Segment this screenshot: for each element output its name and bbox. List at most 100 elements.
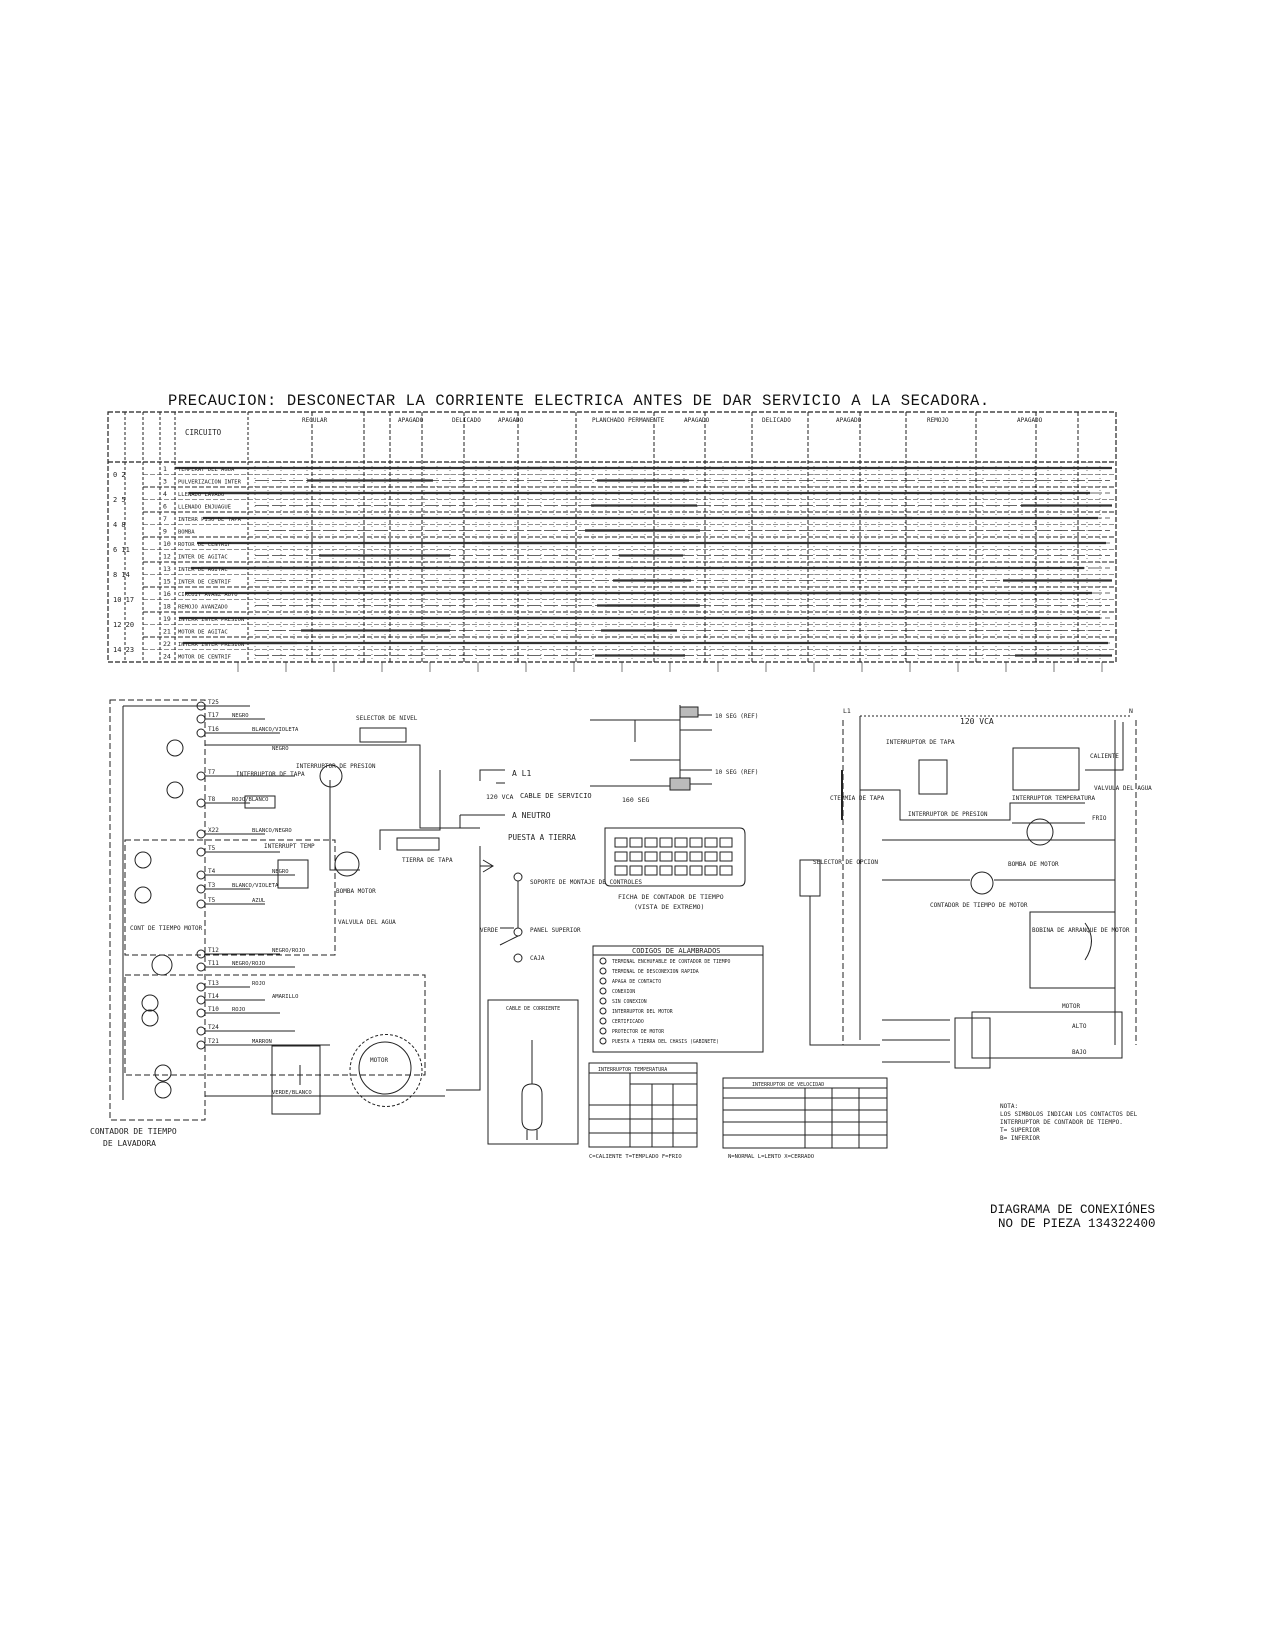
right-option-selector-label: SELECTOR DE OPCION — [813, 859, 878, 866]
control-support-label: SOPORTE DE MONTAJE DE CONTROLES — [530, 879, 642, 886]
wiring-code-icon — [599, 1037, 607, 1045]
wiring-code-label: TERMINAL DE DESCONEXION RAPIDA — [612, 969, 699, 975]
interval-label: 160 SEG — [622, 796, 649, 804]
to-neutral-label: A NEUTRO — [512, 811, 551, 820]
terminal-label: T7 — [208, 769, 216, 776]
wire-color-label: AMARILLO — [272, 994, 299, 1000]
wire-color-label: NEGRO/ROJO — [232, 961, 265, 967]
lid-switch-label: INTERRUPTOR DE TAPA — [236, 771, 305, 778]
timer-terminal-icon — [196, 1040, 206, 1050]
chart-row-label: INTERR PISO DE TAPA — [178, 517, 242, 523]
terminal-label: T12 — [208, 947, 219, 954]
note-line3: INTERRUPTOR DE CONTADOR DE TIEMPO. — [1000, 1119, 1123, 1126]
chart-row-number: 4 — [163, 490, 167, 498]
middle-section — [487, 705, 888, 1149]
timer-terminal-icon — [196, 798, 206, 808]
chart-row-label: INTER DE CENTRIF — [178, 580, 231, 586]
chart-pair-label: 2 5 — [113, 496, 126, 504]
note-line5: B= INFERIOR — [1000, 1135, 1040, 1142]
note-line1: NOTA: — [1000, 1103, 1018, 1110]
wiring-code-icon — [599, 977, 607, 985]
level-selector-label: SELECTOR DE NIVEL — [356, 715, 418, 722]
footer-title: DIAGRAMA DE CONEXIÓNES — [990, 1203, 1156, 1217]
wire-color-label: NEGRO — [272, 746, 289, 752]
terminal-label: T24 — [208, 1024, 219, 1031]
chart-cycle-header: APAGADO — [1017, 417, 1043, 424]
wiring-code-icon — [599, 1007, 607, 1015]
right-cold-label: FRIO — [1092, 815, 1107, 822]
timer-terminal-icon — [196, 829, 206, 839]
chart-row-label: BOMBA — [178, 530, 195, 536]
chart-row-number: 12 — [163, 553, 171, 561]
wire-color-label: NEGRO — [232, 713, 249, 719]
speed-table-footer: N=NORMAL L=LENTO X=CERRADO — [728, 1154, 814, 1160]
chart-row-label: INTER DE AGITAC — [178, 567, 228, 573]
chart-cycle-header: APAGADO — [398, 417, 424, 424]
left-wiring-section — [109, 699, 505, 1121]
wiring-code-icon — [599, 997, 607, 1005]
timer-terminal-icon — [196, 714, 206, 724]
pump-motor-label: BOMBA MOTOR — [336, 888, 376, 895]
chart-pair-label: 14 23 — [113, 646, 134, 654]
timer-terminal-icon — [196, 982, 206, 992]
right-wiring-section — [799, 715, 1137, 1069]
terminal-label: T17 — [208, 712, 219, 719]
top-panel-terminal-icon — [513, 927, 523, 937]
chart-cycle-header: DELICADO — [452, 417, 481, 424]
wiring-code-label: APAGA DE CONTACTO — [612, 979, 661, 985]
timer-terminal-icon — [196, 847, 206, 857]
timer-terminal-icon — [196, 899, 206, 909]
pressure-switch-label: INTERRUPTOR DE PRESION — [296, 763, 376, 770]
green-wire-label: VERDE — [480, 927, 498, 934]
wire-color-label: MARRON — [252, 1039, 272, 1045]
chart-row-number: 13 — [163, 565, 171, 573]
chart-cycle-header: PLANCHADO PERMANENTE — [592, 417, 665, 424]
chart-row-number: 22 — [163, 640, 171, 648]
water-valve-label: VALVULA DEL AGUA — [338, 919, 396, 926]
chart-row-number: 10 — [163, 540, 171, 548]
chart-row-number: 1 — [163, 465, 167, 473]
chart-cycle-header: DELICADO — [762, 417, 791, 424]
cabinet-terminal-icon — [513, 953, 523, 963]
supply-voltage-label: 120 VCA — [486, 793, 513, 801]
interval-bottom-label: 10 SEG (REF) — [715, 769, 758, 776]
note-line4: T= SUPERIOR — [1000, 1127, 1040, 1134]
right-lid-heater-label: CTERMIA DE TAPA — [830, 795, 885, 802]
right-pump-label: BOMBA DE MOTOR — [1008, 861, 1059, 868]
chart-row-label: MOTOR DE AGITAC — [178, 630, 228, 636]
chart-row-label: CIRCUIT AVANZ AUTO — [178, 592, 238, 598]
timer-terminal-icon — [196, 962, 206, 972]
drive-motor-label: MOTOR — [370, 1057, 388, 1064]
chart-pair-label: 6 11 — [113, 546, 130, 554]
wire-color-label: BLANCO/VIOLETA — [232, 883, 279, 889]
timer-terminal-icon — [196, 771, 206, 781]
timer-terminal-icon — [196, 1008, 206, 1018]
right-l1-label: L1 — [843, 707, 851, 715]
timer-terminal-icon — [196, 884, 206, 894]
chart-row-label: INTER DE AGITAC — [178, 555, 228, 561]
timer-motor-label: CONT DE TIEMPO MOTOR — [130, 925, 203, 932]
chart-pair-label: 4 8 — [113, 521, 126, 529]
wiring-code-label: PUESTA A TIERRA DEL CHASIS (GABINETE) — [612, 1039, 719, 1045]
chart-row-number: 24 — [163, 653, 171, 661]
chart-row-number: 7 — [163, 515, 167, 523]
right-motor-label: MOTOR — [1062, 1003, 1080, 1010]
note-line2: LOS SIMBOLOS INDICAN LOS CONTACTOS DEL — [1000, 1111, 1138, 1118]
speed-table-title: INTERRUPTOR DE VELOCIDAD — [752, 1082, 824, 1088]
terminal-label: X22 — [208, 827, 219, 834]
chart-row-number: 21 — [163, 628, 171, 636]
right-voltage-label: 120 VCA — [960, 717, 994, 726]
wiring-code-label: CERTIFICADO — [612, 1019, 644, 1025]
terminal-label: T8 — [208, 796, 216, 803]
chart-pair-label: 10 17 — [113, 596, 134, 604]
right-pressure-label: INTERRUPTOR DE PRESION — [908, 811, 988, 818]
terminal-label: T3 — [208, 882, 216, 889]
chart-row-number: 16 — [163, 590, 171, 598]
right-valve-label: VALVULA DEL AGUA — [1094, 785, 1152, 792]
wire-color-label: ROJO — [252, 981, 265, 987]
terminal-label: T4 — [208, 868, 216, 875]
chart-cycle-header: APAGADO — [498, 417, 524, 424]
chart-row-number: 19 — [163, 615, 171, 623]
wiring-code-icon — [599, 987, 607, 995]
